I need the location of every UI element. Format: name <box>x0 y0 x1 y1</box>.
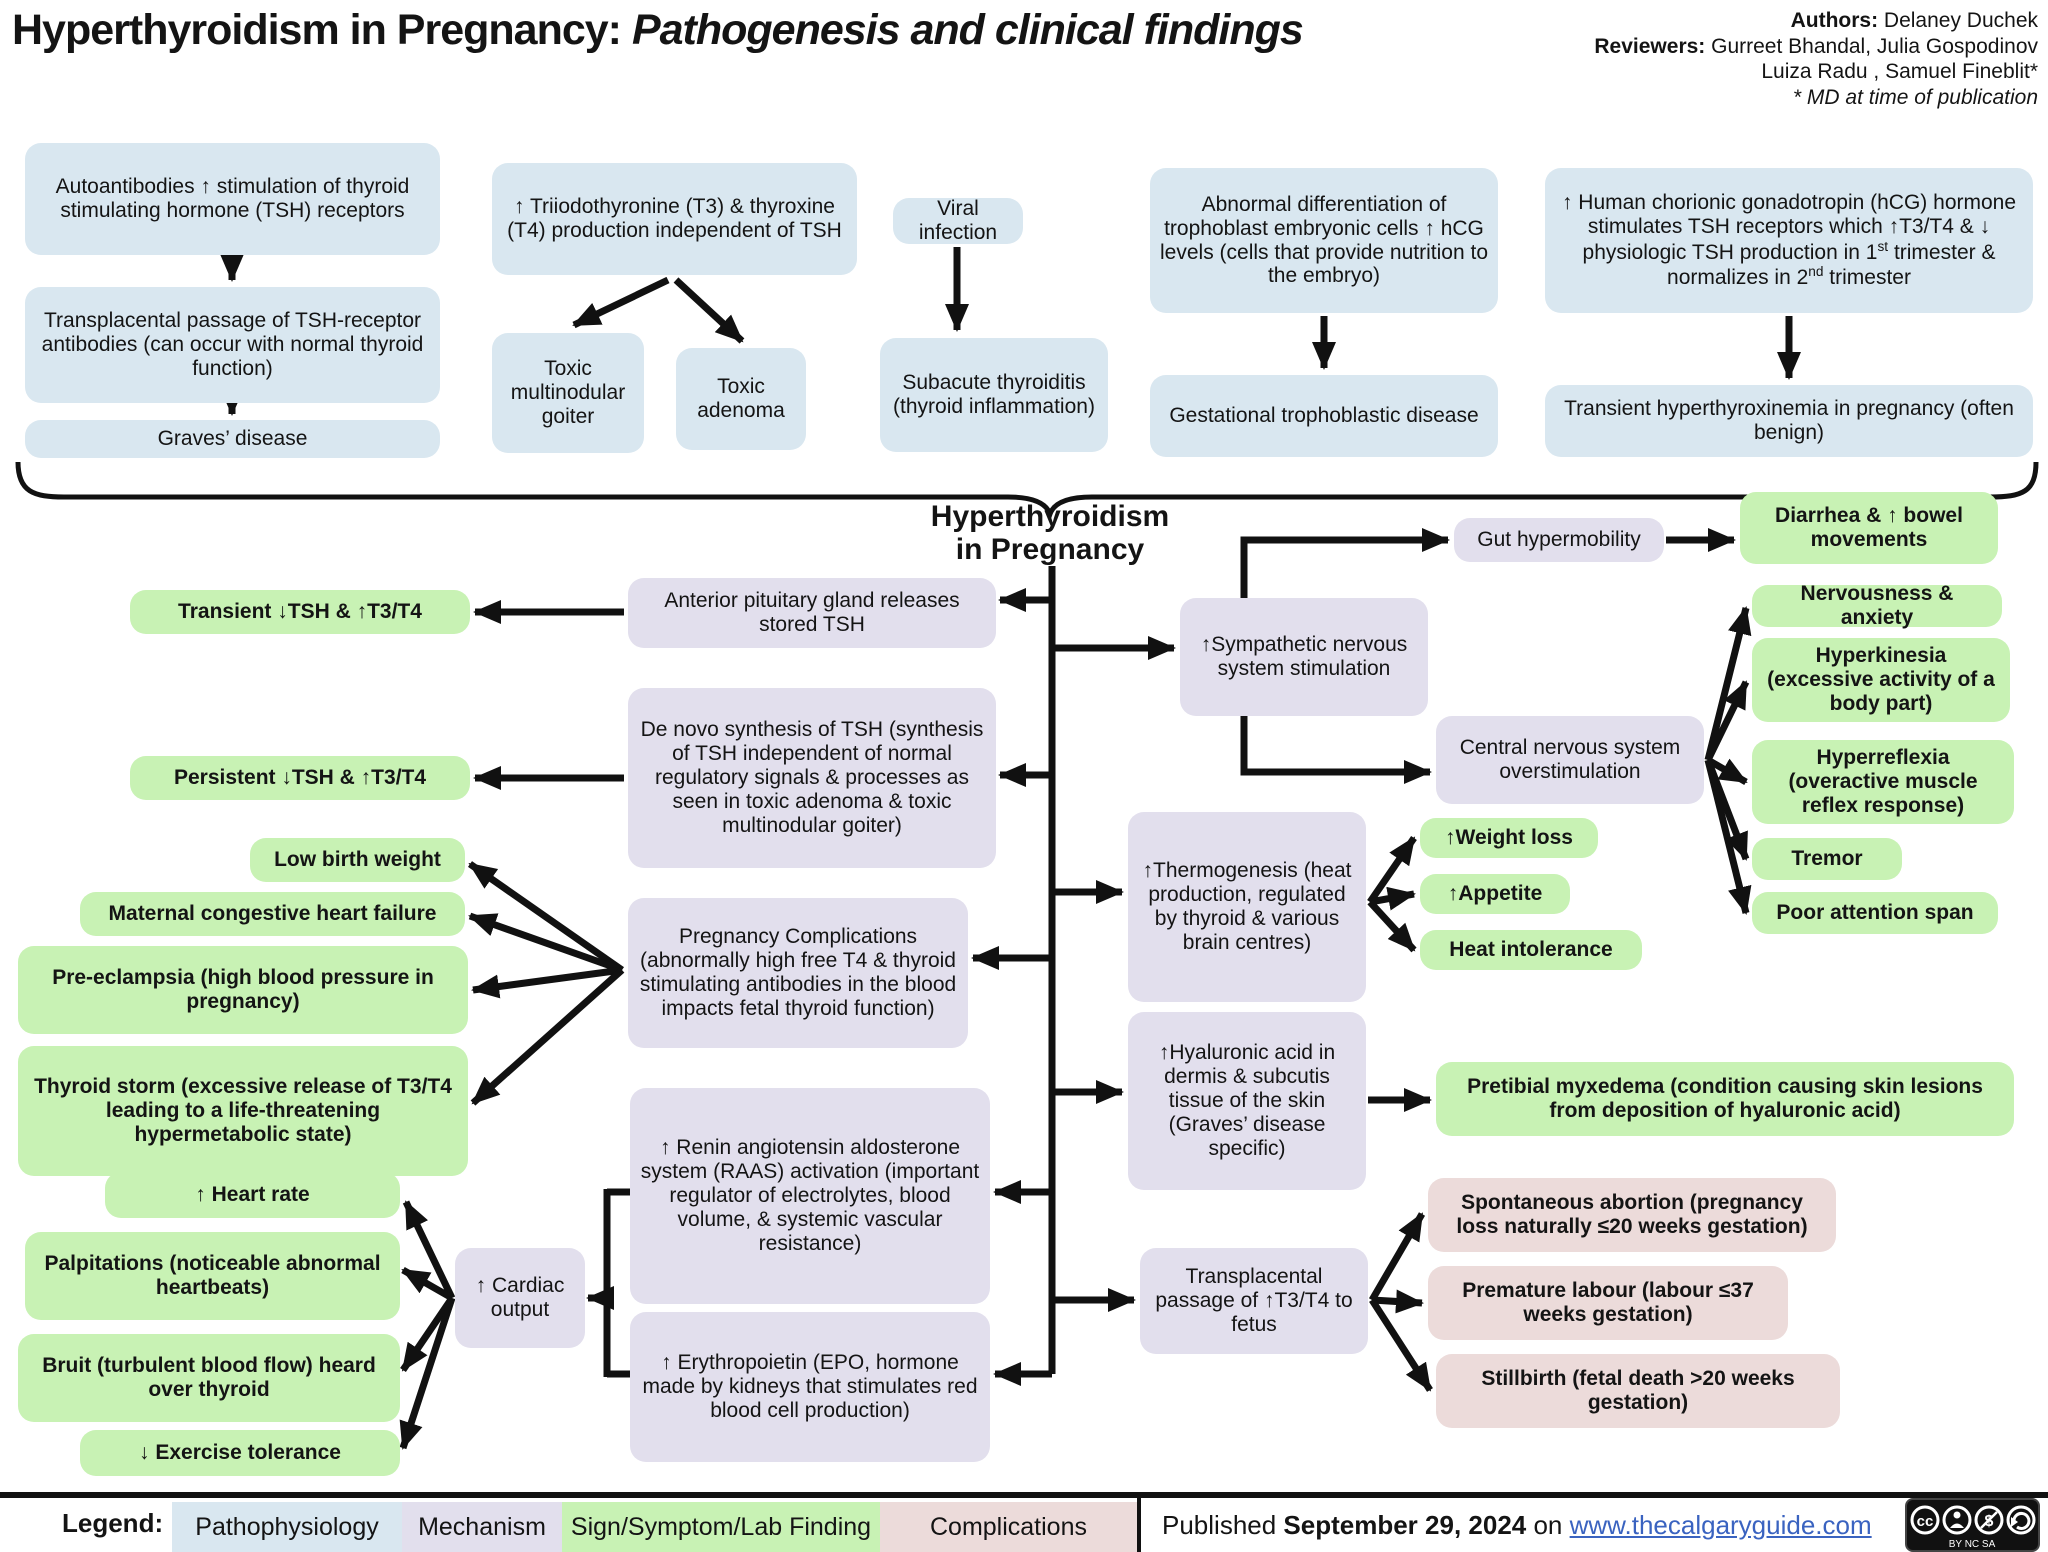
legend-label: Legend: <box>62 1508 164 1538</box>
node-sympathetic-stimulation: ↑Sympathetic nervous system stimulation <box>1180 598 1428 716</box>
central-condition-title: Hyperthyroidism in Pregnancy <box>930 500 1170 566</box>
node-autoantibodies: Autoantibodies ↑ stimulation of thyroid … <box>25 143 440 255</box>
node-stillbirth: Stillbirth (fetal death >20 weeks gestat… <box>1436 1354 1840 1428</box>
footer-divider-line <box>0 1492 2048 1498</box>
authors-line: Authors: Delaney Duchek <box>1790 9 2038 32</box>
reviewers-line: Reviewers: Gurreet Bhandal, Julia Gospod… <box>1594 34 2038 58</box>
node-raas-activation: ↑ Renin angiotensin aldosterone system (… <box>630 1088 990 1304</box>
node-heat-intolerance: Heat intolerance <box>1420 930 1642 970</box>
node-gut-hypermobility: Gut hypermobility <box>1454 518 1664 562</box>
node-toxic-multinodular-goiter: Toxic multinodular goiter <box>492 333 644 453</box>
node-transplacental-t3t4: Transplacental passage of ↑T3/T4 to fetu… <box>1140 1248 1368 1354</box>
node-pretibial-myxedema: Pretibial myxedema (condition causing sk… <box>1436 1062 2014 1136</box>
node-nervousness: Nervousness & anxiety <box>1752 582 2002 629</box>
node-tremor: Tremor <box>1752 838 1902 880</box>
node-cardiac-output: ↑ Cardiac output <box>455 1248 585 1348</box>
node-subacute-thyroiditis: Subacute thyroiditis (thyroid inflammati… <box>880 338 1108 452</box>
node-trophoblast-differentiation: Abnormal differentiation of trophoblast … <box>1150 168 1498 313</box>
node-thermogenesis: ↑Thermogenesis (heat production, regulat… <box>1128 812 1366 1002</box>
node-hcg-stimulates-tsh: ↑ Human chorionic gonadotropin (hCG) hor… <box>1545 168 2033 313</box>
node-weight-loss: ↑Weight loss <box>1420 818 1598 858</box>
credits-block: Authors: Delaney Duchek Reviewers: Gurre… <box>1594 8 2038 110</box>
node-hyperreflexia: Hyperreflexia (overactive muscle reflex … <box>1752 740 2014 824</box>
node-appetite: ↑Appetite <box>1420 874 1570 914</box>
node-palpitations: Palpitations (noticeable abnormal heartb… <box>25 1232 400 1320</box>
node-erythropoietin: ↑ Erythropoietin (EPO, hormone made by k… <box>630 1312 990 1462</box>
node-toxic-adenoma: Toxic adenoma <box>676 348 806 450</box>
node-anterior-pituitary: Anterior pituitary gland releases stored… <box>628 578 996 648</box>
node-transplacental-tsh-antibodies: Transplacental passage of TSH-receptor a… <box>25 287 440 403</box>
node-bruit: Bruit (turbulent blood flow) heard over … <box>18 1334 400 1422</box>
legend-divider <box>1137 1494 1141 1552</box>
node-t3t4-production: ↑ Triiodothyronine (T3) & thyroxine (T4)… <box>492 163 857 275</box>
md-note: * MD at time of publication <box>1792 85 2038 109</box>
node-preeclampsia: Pre-eclampsia (high blood pressure in pr… <box>18 946 468 1034</box>
node-cns-overstimulation: Central nervous system overstimulation <box>1436 716 1704 804</box>
svg-text:cc: cc <box>1917 1513 1934 1530</box>
cc-by-nc-sa-icon: cc $ BY NC SA <box>1905 1498 2040 1552</box>
arrow-lines <box>220 247 1801 1450</box>
legend-chip-sign-symptom: Sign/Symptom/Lab Finding <box>562 1502 880 1552</box>
reviewers-line2: Luiza Radu , Samuel Fineblit* <box>1761 60 2038 84</box>
node-premature-labour: Premature labour (labour ≤37 weeks gesta… <box>1428 1266 1788 1340</box>
published-line: Published September 29, 2024 on www.thec… <box>1162 1510 1872 1540</box>
node-gestational-trophoblastic-disease: Gestational trophoblastic disease <box>1150 375 1498 457</box>
node-hyperkinesia: Hyperkinesia (excessive activity of a bo… <box>1752 638 2010 722</box>
svg-text:BY NC SA: BY NC SA <box>1949 1539 1996 1550</box>
legend-chip-complications: Complications <box>880 1502 1137 1552</box>
node-thyroid-storm: Thyroid storm (excessive release of T3/T… <box>18 1046 468 1176</box>
node-low-birth-weight: Low birth weight <box>250 838 465 882</box>
node-transient-tsh-t3t4: Transient ↓TSH & ↑T3/T4 <box>130 590 470 634</box>
node-exercise-tolerance: ↓ Exercise tolerance <box>80 1430 400 1476</box>
node-transient-hyperthyroxinemia: Transient hyperthyroxinemia in pregnancy… <box>1545 385 2033 457</box>
node-maternal-chf: Maternal congestive heart failure <box>80 892 465 936</box>
node-heart-rate: ↑ Heart rate <box>105 1172 400 1218</box>
node-spontaneous-abortion: Spontaneous abortion (pregnancy loss nat… <box>1428 1178 1836 1252</box>
plain-lines <box>603 566 1056 1378</box>
node-graves-disease: Graves’ disease <box>25 420 440 458</box>
node-de-novo-tsh: De novo synthesis of TSH (synthesis of T… <box>628 688 996 868</box>
page-title-italic: Pathogenesis and clinical findings <box>631 6 1304 54</box>
node-diarrhea: Diarrhea & ↑ bowel movements <box>1740 492 1998 564</box>
calgary-guide-link[interactable]: www.thecalgaryguide.com <box>1569 1510 1872 1540</box>
cc-license-badge: cc $ BY NC SA <box>1905 1498 2040 1552</box>
legend-chip-mechanism: Mechanism <box>402 1502 562 1552</box>
legend-chip-pathophysiology: Pathophysiology <box>172 1502 402 1552</box>
page-title: Hyperthyroidism in Pregnancy: Pathogenes… <box>12 6 1304 54</box>
node-viral-infection: Viral infection <box>893 197 1023 244</box>
node-persistent-tsh-t3t4: Persistent ↓TSH & ↑T3/T4 <box>130 756 470 800</box>
node-hyaluronic-acid: ↑Hyaluronic acid in dermis & subcutis ti… <box>1128 1012 1366 1190</box>
top-bracket <box>15 461 2039 522</box>
node-pregnancy-complications: Pregnancy Complications (abnormally high… <box>628 898 968 1048</box>
node-poor-attention-span: Poor attention span <box>1752 892 1998 934</box>
